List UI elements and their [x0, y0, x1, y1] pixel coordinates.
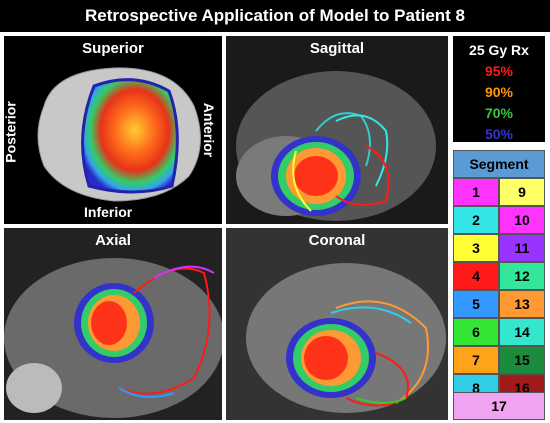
segment-15: 15 [499, 346, 545, 374]
sagittal-label: Sagittal [309, 40, 365, 57]
figure-title: Retrospective Application of Model to Pa… [0, 0, 550, 32]
superior-label: Superior [82, 40, 144, 57]
segment-1: 1 [453, 178, 499, 206]
posterior-label: Posterior [4, 101, 19, 163]
coronal-ct-image [226, 228, 448, 420]
dose-70: 70% [484, 105, 514, 121]
dose-95: 95% [484, 63, 514, 79]
coronal-label: Coronal [308, 232, 366, 249]
segment-4: 4 [453, 262, 499, 290]
segment-header: Segment [453, 150, 545, 178]
superior-3d-render [37, 67, 201, 202]
segment-2: 2 [453, 206, 499, 234]
coronal-panel: Coronal [226, 228, 448, 420]
anterior-label: Anterior [201, 102, 218, 158]
segment-13: 13 [499, 290, 545, 318]
axial-label: Axial [95, 232, 131, 249]
sagittal-ct-image [226, 36, 448, 224]
sagittal-panel: Sagittal [226, 36, 448, 224]
segment-6: 6 [453, 318, 499, 346]
dose-legend-title: 25 Gy Rx [469, 42, 529, 58]
dose-90: 90% [484, 84, 514, 100]
axial-ct-image [4, 228, 222, 420]
segment-9: 9 [499, 178, 545, 206]
segment-12: 12 [499, 262, 545, 290]
segment-17: 17 [453, 392, 545, 420]
superior-panel: Superior Posterior Anterior Inferior [4, 36, 222, 224]
segment-7: 7 [453, 346, 499, 374]
axial-panel: Axial [4, 228, 222, 420]
segment-14: 14 [499, 318, 545, 346]
segment-3: 3 [453, 234, 499, 262]
dose-legend: 25 Gy Rx 95% 90% 70% 50% [453, 36, 545, 142]
inferior-label: Inferior [84, 204, 133, 220]
segment-10: 10 [499, 206, 545, 234]
segment-5: 5 [453, 290, 499, 318]
segment-11: 11 [499, 234, 545, 262]
segment-table: Segment 1 9 2 10 3 11 4 12 5 13 6 14 7 1… [453, 150, 545, 420]
dose-50: 50% [484, 126, 514, 142]
